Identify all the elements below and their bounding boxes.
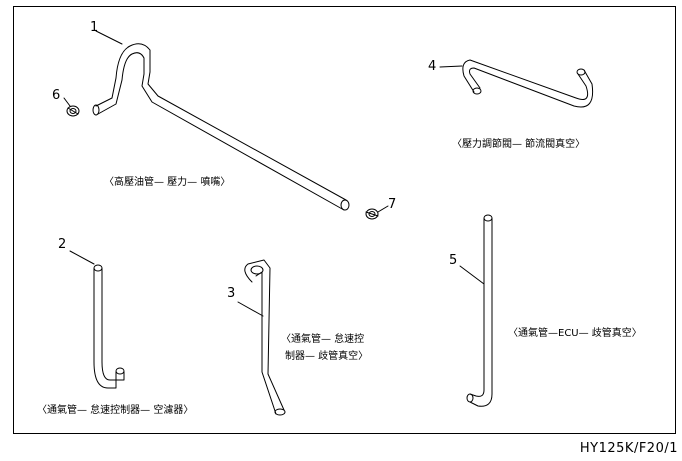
breather-hose-part-3 xyxy=(237,259,286,416)
part-number-6: 6 xyxy=(52,88,61,103)
caption-part-3-line2: 制器— 歧管真空〉 xyxy=(285,351,369,362)
clamp-part-6 xyxy=(63,97,80,117)
part-number-7: 7 xyxy=(388,197,397,212)
fuel-pipe-part-1 xyxy=(92,30,350,211)
caption-part-5: 〈通氣管—ECU— 歧管真空〉 xyxy=(508,328,642,339)
part-number-4: 4 xyxy=(428,59,437,74)
caption-part-2: 〈通氣管— 怠速控制器— 空濾器〉 xyxy=(37,405,194,416)
part-number-5: 5 xyxy=(449,253,458,268)
breather-hose-part-2 xyxy=(69,250,125,389)
drawing-frame xyxy=(13,6,676,434)
part-number-2: 2 xyxy=(58,237,67,252)
caption-part-3-line1: 〈通氣管— 怠速控 xyxy=(281,334,365,345)
vacuum-hose-part-4 xyxy=(439,59,594,108)
breather-hose-part-5 xyxy=(459,214,493,407)
caption-part-1: 〈高壓油管— 壓力— 噴嘴〉 xyxy=(104,177,231,188)
caption-part-4: 〈壓力調節閥— 節流閥真空〉 xyxy=(452,139,586,150)
part-number-3: 3 xyxy=(227,286,236,301)
part-number-1: 1 xyxy=(90,20,99,35)
clamp-part-7 xyxy=(365,205,389,220)
drawing-code: HY125K/F20/1 xyxy=(579,441,678,456)
